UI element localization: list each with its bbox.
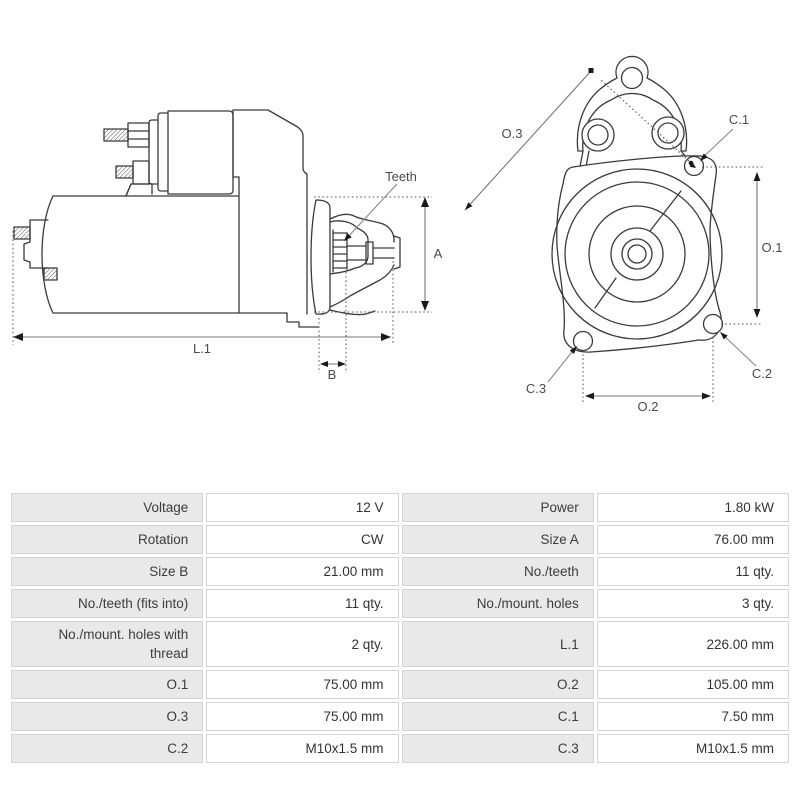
rear-terminal-stud: [13, 226, 31, 240]
pinion-gear: [332, 229, 395, 273]
spec-label-cell: No./mount. holes: [401, 589, 594, 618]
spec-value-cell: M10x1.5 mm: [206, 734, 399, 763]
spec-value-cell: 75.00 mm: [206, 702, 399, 731]
c3-leader-line: [547, 346, 577, 383]
spec-label-cell: Size B: [11, 557, 204, 586]
dim-label-c1: C.1: [729, 112, 749, 127]
spec-label-cell: L.1: [401, 621, 594, 667]
dimension-arrows-front: [465, 68, 761, 400]
dim-label-o3: O.3: [502, 126, 523, 141]
drive-housing: [232, 109, 401, 316]
dimension-lines-front: [464, 70, 758, 397]
spec-value-cell: 2 qty.: [206, 621, 399, 667]
dim-label-o1: O.1: [762, 240, 783, 255]
spec-value-cell: 105.00 mm: [596, 670, 789, 699]
rear-terminal: [13, 219, 58, 281]
spec-value-cell: 7.50 mm: [596, 702, 789, 731]
spec-value-cell: 21.00 mm: [206, 557, 399, 586]
teeth-leader-line: [344, 183, 398, 241]
bracket-hole-top: [620, 66, 644, 90]
spec-label-cell: Rotation: [11, 525, 204, 554]
dim-label-c2: C.2: [752, 366, 772, 381]
starter-front-view: [551, 55, 724, 353]
dim-label-o2: O.2: [638, 399, 659, 414]
technical-drawing-panel: Teeth A L.1 B: [12, 55, 783, 414]
nose-bearing-boss: [393, 235, 401, 270]
table-row: No./mount. holes with thread 2 qty. L.1 …: [11, 621, 789, 667]
spec-label-cell: C.2: [11, 734, 204, 763]
spec-value-cell: CW: [206, 525, 399, 554]
bracket-hole-right: [657, 122, 679, 144]
shaft-retainer: [365, 241, 374, 265]
spec-label-cell: No./mount. holes with thread: [11, 621, 204, 667]
rear-terminal-nut: [43, 267, 58, 281]
section-spoke-lines: [594, 190, 682, 309]
spec-label-cell: Voltage: [11, 493, 204, 522]
spec-value-cell: 1.80 kW: [596, 493, 789, 522]
dim-label-c3: C.3: [526, 381, 546, 396]
table-row: Size B 21.00 mm No./teeth 11 qty.: [11, 557, 789, 586]
spec-table: Voltage 12 V Power 1.80 kW Rotation CW S…: [8, 490, 792, 766]
dimension-arrows: [13, 197, 429, 367]
spec-label-cell: O.1: [11, 670, 204, 699]
mount-flange-front: [556, 155, 722, 353]
spec-label-cell: O.3: [11, 702, 204, 731]
teeth-label: Teeth: [385, 169, 417, 184]
motor-body: [41, 109, 319, 328]
bracket-hole-left: [587, 124, 609, 146]
mount-flange-side: [310, 199, 331, 315]
table-row: Rotation CW Size A 76.00 mm: [11, 525, 789, 554]
front-view-dimensions: O.3 C.1 O.1 C.2 C.3 O.2: [464, 68, 783, 414]
solenoid: [103, 110, 234, 197]
table-row: O.3 75.00 mm C.1 7.50 mm: [11, 702, 789, 731]
spec-value-cell: 3 qty.: [596, 589, 789, 618]
spec-label-cell: C.3: [401, 734, 594, 763]
dim-label-a: A: [434, 246, 443, 261]
housing-circles: [551, 168, 723, 340]
solenoid-terminal-nut-2: [132, 160, 150, 185]
mount-hole-c2: [702, 313, 724, 335]
spec-label-cell: Size A: [401, 525, 594, 554]
pinion-teeth-lines: [332, 232, 348, 269]
extension-lines: [12, 196, 432, 373]
c2-leader-line: [720, 332, 757, 367]
spec-value-cell: M10x1.5 mm: [596, 734, 789, 763]
starter-side-view: [13, 109, 401, 328]
spec-value-cell: 11 qty.: [206, 589, 399, 618]
c1-leader-line: [699, 128, 734, 161]
spec-label-cell: C.1: [401, 702, 594, 731]
spec-value-cell: 11 qty.: [596, 557, 789, 586]
table-row: Voltage 12 V Power 1.80 kW: [11, 493, 789, 522]
side-view-dimensions: Teeth A L.1 B: [12, 169, 443, 382]
spec-label-cell: No./teeth (fits into): [11, 589, 204, 618]
spec-label-cell: O.2: [401, 670, 594, 699]
spec-value-cell: 76.00 mm: [596, 525, 789, 554]
dimension-lines: [15, 183, 426, 365]
table-row: C.2 M10x1.5 mm C.3 M10x1.5 mm: [11, 734, 789, 763]
spec-label-cell: No./teeth: [401, 557, 594, 586]
spec-value-cell: 226.00 mm: [596, 621, 789, 667]
spec-label-cell: Power: [401, 493, 594, 522]
solenoid-terminal-stud-2: [115, 165, 134, 179]
dim-label-b: B: [328, 367, 337, 382]
solenoid-terminal-stud: [103, 128, 129, 142]
spec-value-cell: 75.00 mm: [206, 670, 399, 699]
spec-value-cell: 12 V: [206, 493, 399, 522]
table-row: No./teeth (fits into) 11 qty. No./mount.…: [11, 589, 789, 618]
starter-motor-drawing: Teeth A L.1 B: [12, 55, 783, 414]
extension-lines-front: [582, 79, 763, 402]
dim-label-l1: L.1: [193, 341, 211, 356]
solenoid-terminal-nut: [127, 122, 150, 148]
pinion-pocket: [329, 220, 369, 275]
table-row: O.1 75.00 mm O.2 105.00 mm: [11, 670, 789, 699]
